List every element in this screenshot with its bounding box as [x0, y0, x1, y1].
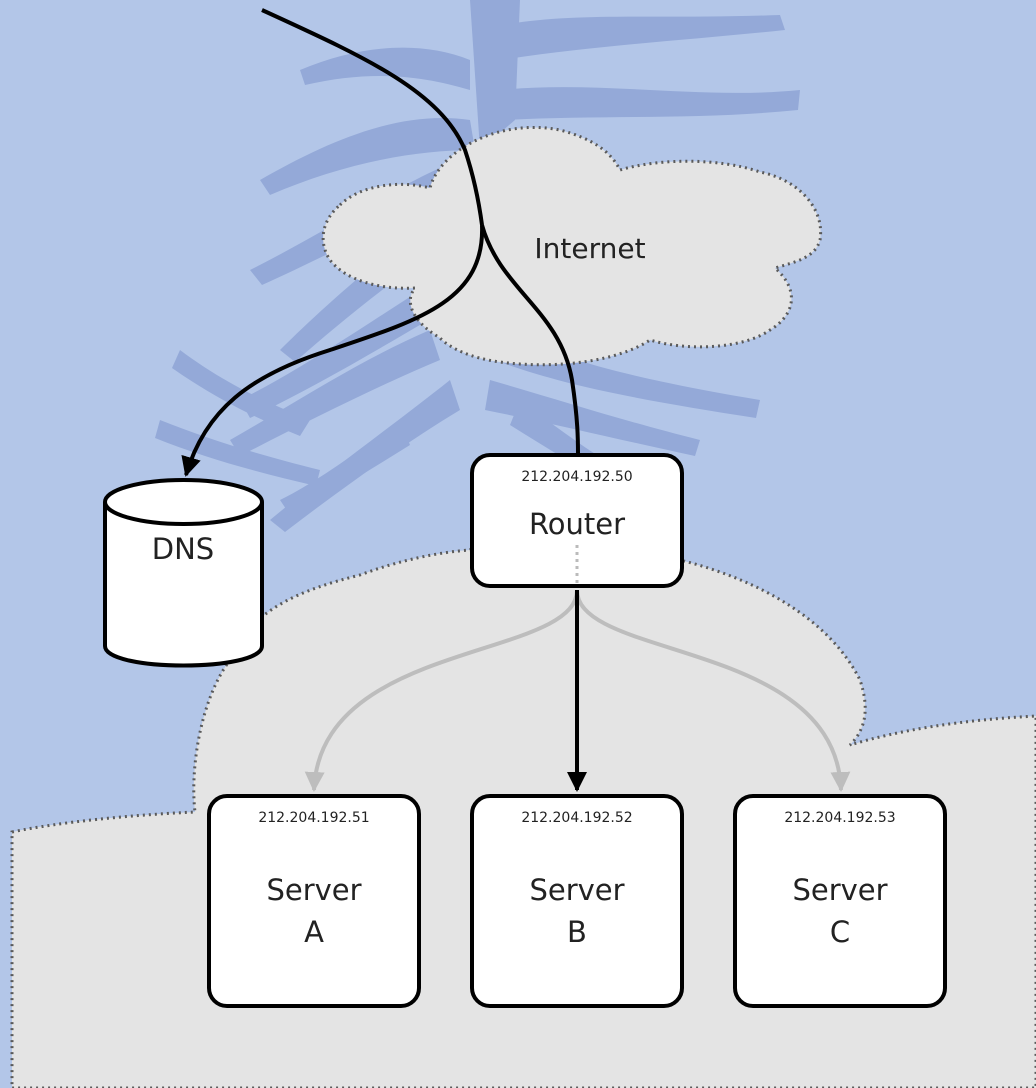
server-c-ip: 212.204.192.53 [784, 810, 895, 826]
dns-database: DNS [103, 478, 264, 668]
server-c-letter: C [830, 915, 850, 949]
link-to-server-c [575, 589, 851, 792]
server-b-letter: B [567, 915, 587, 949]
incoming-link [261, 8, 484, 226]
server-b-label: Server [529, 873, 624, 907]
server-a-box: 212.204.192.51 Server A [207, 794, 421, 1008]
link-to-router [480, 224, 580, 456]
server-b-box: 212.204.192.52 Server B [470, 794, 684, 1008]
server-c-label: Server [792, 873, 887, 907]
router-ip: 212.204.192.50 [521, 469, 632, 485]
router-label: Router [529, 507, 625, 541]
link-to-server-a [304, 589, 579, 792]
server-a-ip: 212.204.192.51 [258, 810, 369, 826]
router-box: 212.204.192.50 Router [470, 453, 684, 588]
server-a-letter: A [304, 915, 324, 949]
server-a-label: Server [266, 873, 361, 907]
internet-label: Internet [534, 232, 645, 265]
link-to-dns [181, 224, 485, 477]
dns-label: DNS [152, 532, 214, 566]
internet-cloud [321, 125, 823, 367]
server-c-box: 212.204.192.53 Server C [733, 794, 947, 1008]
server-b-ip: 212.204.192.52 [521, 810, 632, 826]
